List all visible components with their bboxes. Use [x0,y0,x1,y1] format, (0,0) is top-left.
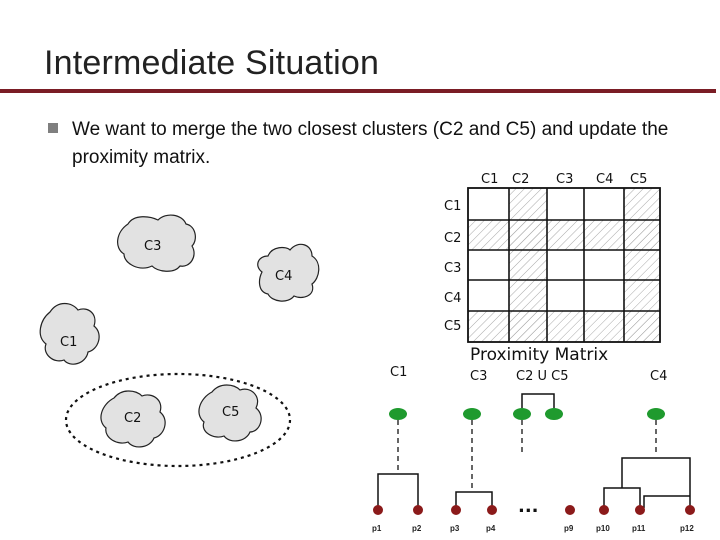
cluster-c3: C3 [117,214,196,272]
group-label-c3: C3 [470,369,487,384]
cluster-c4-label: C4 [275,269,292,284]
cluster-c2-label: C2 [124,411,141,426]
leaf-label: p11 [632,524,646,533]
matrix-col-label: C3 [556,172,573,187]
matrix-row-labels: C1 C2 C3 C4 C5 [444,199,461,334]
title-rule [0,89,716,93]
cluster-c5-label: C5 [222,405,239,420]
hatched-row-c5 [468,311,660,342]
matrix-title: Proximity Matrix [470,345,608,365]
tree-links [377,457,691,508]
leaf-node [413,505,423,515]
leaf-label: p9 [564,524,574,533]
group-label-c2uc5: C2 U C5 [516,369,568,384]
leaf-labels: p1 p2 p3 p4 p9 p10 p11 p12 [372,524,694,533]
leaf-label: p4 [486,524,496,533]
leaf-node [685,505,695,515]
matrix-column-labels: C1 C2 C3 C4 C5 [481,172,647,187]
leaf-label: p3 [450,524,460,533]
matrix-col-label: C5 [630,172,647,187]
leaf-label: p1 [372,524,382,533]
matrix-col-label: C4 [596,172,613,187]
leaf-node [487,505,497,515]
cluster-c4: C4 [257,243,320,302]
bullet-marker [48,123,58,133]
cluster-c2: C2 [100,390,166,448]
matrix-row-label: C3 [444,261,461,276]
matrix-row-label: C5 [444,319,461,334]
merge-ellipse [64,372,292,468]
leaf-node [373,505,383,515]
ellipsis: ... [518,496,539,517]
top-node [647,408,665,420]
leaf-label: p10 [596,524,610,533]
leaf-nodes [373,505,695,515]
matrix-col-label: C2 [512,172,529,187]
top-nodes [389,408,665,420]
proximity-matrix: C1 C2 C3 C4 C5 C1 C2 C3 C4 C5 [444,172,661,365]
matrix-row-label: C2 [444,231,461,246]
top-node [463,408,481,420]
matrix-row-label: C1 [444,199,461,214]
top-node [545,408,563,420]
slide-title: Intermediate Situation [44,44,380,82]
leaf-node [451,505,461,515]
matrix-col-label: C1 [481,172,498,187]
leaf-label: p12 [680,524,694,533]
cluster-c1: C1 [39,302,100,365]
group-label-c1: C1 [390,365,407,380]
cluster-c1-label: C1 [60,335,77,350]
cluster-c3-label: C3 [144,239,161,254]
dendrogram: C1 C3 C2 U C5 C4 ... [372,365,695,533]
leaf-node [599,505,609,515]
leaf-node [635,505,645,515]
matrix-row-label: C4 [444,291,461,306]
dashed-stems [397,420,657,488]
cluster-c5: C5 [198,384,262,442]
merge-bracket [521,393,555,408]
leaf-node [565,505,575,515]
matrix-grid [468,188,660,342]
top-node [513,408,531,420]
top-node [389,408,407,420]
group-label-c4: C4 [650,369,667,384]
leaf-label: p2 [412,524,422,533]
matrix-frame [467,187,661,343]
bullet-text: We want to merge the two closest cluster… [72,119,669,168]
